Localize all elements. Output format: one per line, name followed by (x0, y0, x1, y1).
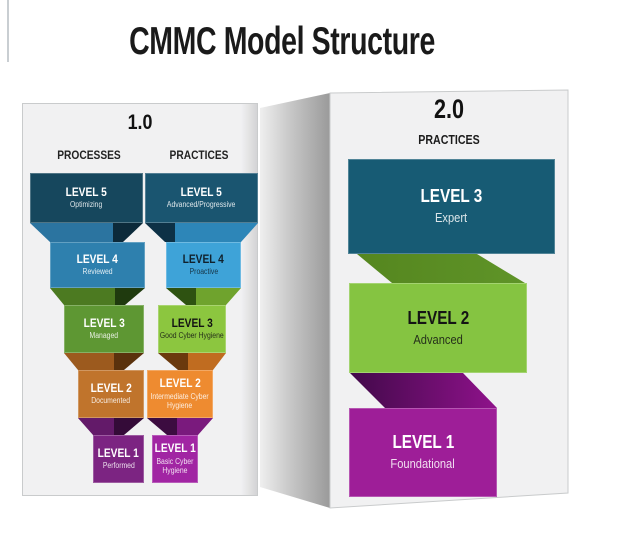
panel-2-0-spine (260, 93, 330, 508)
window-edge-line (7, 0, 9, 62)
level-label: LEVEL 1 (154, 441, 196, 456)
level-label: LEVEL 4 (182, 252, 225, 267)
panel-1-0-heading: 1.0 (127, 111, 153, 134)
level-sublabel: Managed (89, 331, 119, 341)
panel-2-0-subheading: PRACTICES (418, 133, 480, 147)
panel-2-0-heading: 2.0 (433, 94, 465, 124)
level-sublabel: Advanced (413, 331, 463, 347)
level-label: LEVEL 2 (159, 376, 201, 391)
level-label: LEVEL 3 (420, 186, 483, 207)
level-label: LEVEL 1 (392, 432, 454, 453)
level-sublabel: Performed (102, 461, 135, 471)
level-label: LEVEL 3 (83, 316, 125, 331)
level-box-v20-1: LEVEL 1 Foundational (349, 408, 497, 497)
level-label: LEVEL 4 (76, 252, 119, 267)
level-label: LEVEL 3 (171, 316, 213, 331)
level-label: LEVEL 5 (65, 185, 108, 200)
level-sublabel: Intermediate Cyber Hygiene (150, 391, 210, 411)
level-sublabel: Foundational (390, 456, 456, 472)
level-sublabel: Reviewed (82, 267, 113, 277)
level-box-v20-2: LEVEL 2 Advanced (349, 283, 527, 373)
diagram-title: CMMC Model Structure (129, 20, 435, 63)
level-sublabel: Proactive (189, 267, 218, 277)
level-label: LEVEL 2 (407, 307, 469, 328)
level-sublabel: Good Cyber Hygiene (160, 331, 224, 341)
level-sublabel: Optimizing (70, 200, 103, 210)
level-label: LEVEL 1 (97, 446, 140, 461)
level-label: LEVEL 5 (180, 185, 223, 200)
level-box-v20-3: LEVEL 3 Expert (348, 159, 555, 254)
level-label: LEVEL 2 (90, 381, 132, 396)
level-sublabel: Documented (91, 396, 131, 406)
column-heading-practices: PRACTICES (169, 148, 229, 162)
level-sublabel: Basic Cyber Hygiene (156, 456, 194, 476)
column-heading-processes: PROCESSES (57, 148, 121, 162)
level-sublabel: Advanced/Progressive (167, 200, 236, 210)
level-sublabel: Expert (435, 210, 468, 226)
